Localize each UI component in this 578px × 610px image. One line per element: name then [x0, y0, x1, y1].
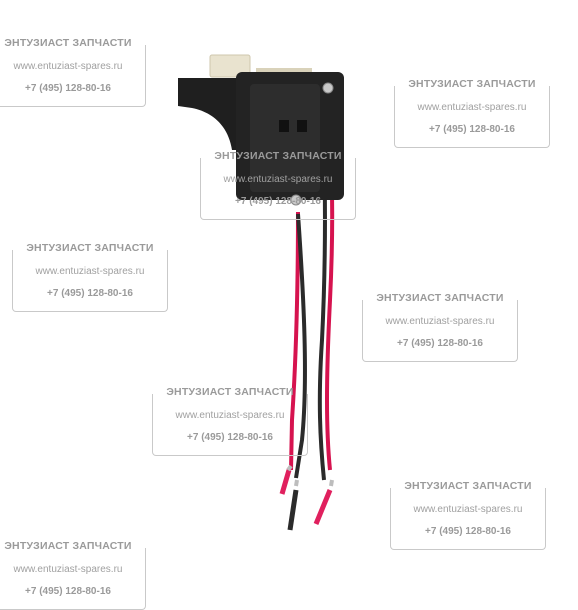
watermark-title: ЭНТУЗИАСТ ЗАПЧАСТИ: [26, 242, 154, 254]
watermark: ЭНТУЗИАСТ ЗАПЧАСТИ www.entuziast-spares.…: [12, 242, 168, 312]
watermark: ЭНТУЗИАСТ ЗАПЧАСТИ www.entuziast-spares.…: [390, 480, 546, 550]
watermark-phone: +7 (495) 128-80-16: [429, 124, 515, 135]
watermark-title: ЭНТУЗИАСТ ЗАПЧАСТИ: [4, 37, 132, 49]
watermark-title: ЭНТУЗИАСТ ЗАПЧАСТИ: [214, 150, 342, 162]
red-wire-end-left: [279, 469, 292, 495]
watermark-title: ЭНТУЗИАСТ ЗАПЧАСТИ: [166, 386, 294, 398]
watermark-url: www.entuziast-spares.ru: [413, 504, 523, 515]
watermark-url: www.entuziast-spares.ru: [13, 61, 123, 72]
product-photo: [178, 54, 344, 531]
watermark-phone: +7 (495) 128-80-16: [25, 586, 111, 597]
black-wire-end: [287, 489, 299, 531]
watermark-url: www.entuziast-spares.ru: [223, 174, 333, 185]
watermark: ЭНТУЗИАСТ ЗАПЧАСТИ www.entuziast-spares.…: [394, 78, 550, 148]
trigger-switch: [178, 54, 344, 206]
watermark: ЭНТУЗИАСТ ЗАПЧАСТИ www.entuziast-spares.…: [0, 540, 146, 610]
watermark-url: www.entuziast-spares.ru: [13, 564, 123, 575]
watermark-phone: +7 (495) 128-80-16: [397, 338, 483, 349]
watermark: ЭНТУЗИАСТ ЗАПЧАСТИ www.entuziast-spares.…: [200, 150, 356, 220]
watermark: ЭНТУЗИАСТ ЗАПЧАСТИ www.entuziast-spares.…: [362, 292, 518, 362]
black-wire: [294, 213, 307, 479]
watermark-url: www.entuziast-spares.ru: [385, 316, 495, 327]
watermark-title: ЭНТУЗИАСТ ЗАПЧАСТИ: [4, 540, 132, 552]
watermark-phone: +7 (495) 128-80-16: [425, 526, 511, 537]
watermark-title: ЭНТУЗИАСТ ЗАПЧАСТИ: [404, 480, 532, 492]
reverse-slider: [209, 54, 251, 78]
watermark-phone: +7 (495) 128-80-16: [47, 288, 133, 299]
watermark-phone: +7 (495) 128-80-16: [25, 83, 111, 94]
watermark-title: ЭНТУЗИАСТ ЗАПЧАСТИ: [408, 78, 536, 90]
watermark-phone: +7 (495) 128-80-16: [235, 196, 321, 207]
red-wire-end-right: [313, 489, 333, 525]
watermark-phone: +7 (495) 128-80-16: [187, 432, 273, 443]
watermark: ЭНТУЗИАСТ ЗАПЧАСТИ www.entuziast-spares.…: [0, 37, 146, 107]
watermark-url: www.entuziast-spares.ru: [35, 266, 145, 277]
watermark-url: www.entuziast-spares.ru: [417, 102, 527, 113]
watermark: ЭНТУЗИАСТ ЗАПЧАСТИ www.entuziast-spares.…: [152, 386, 308, 456]
watermark-url: www.entuziast-spares.ru: [175, 410, 285, 421]
watermark-title: ЭНТУЗИАСТ ЗАПЧАСТИ: [376, 292, 504, 304]
trigger: [178, 78, 240, 150]
